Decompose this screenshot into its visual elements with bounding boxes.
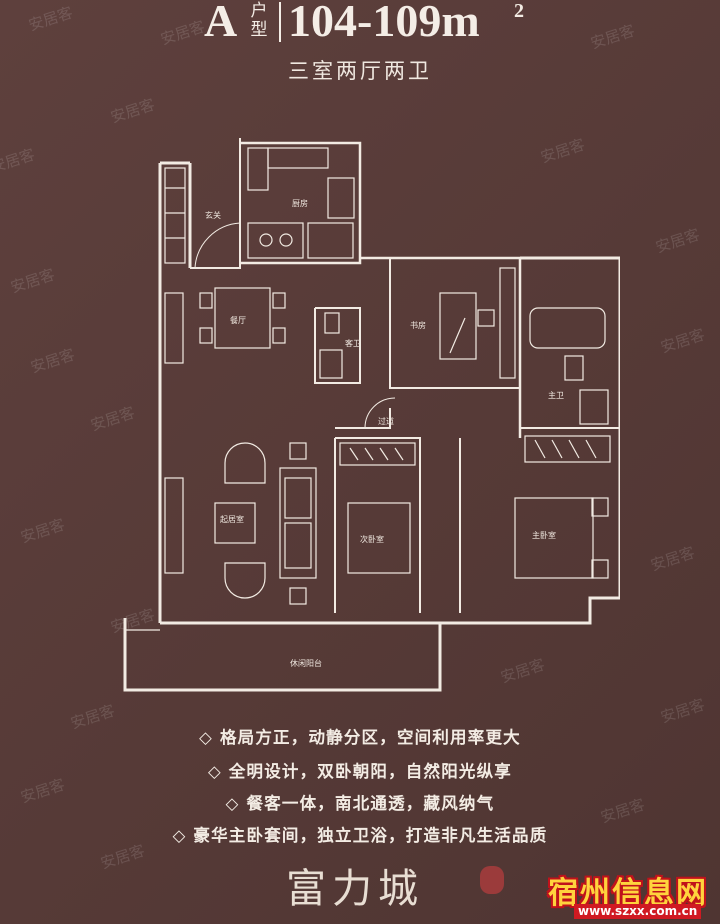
side-table (289, 442, 307, 460)
study-chair (477, 309, 495, 327)
armchair (224, 442, 266, 484)
floor-plan-drawing: 玄关 厨房 餐厅 客卫 书房 主卫 过道 起居室 次卧室 主卧室 休闲阳台 (123, 138, 620, 692)
feature-item: ◇ 豪华主卧套间，独立卫浴，打造非凡生活品质 (172, 826, 548, 845)
feature-item: ◇ 全明设计，双卧朝阳，自然阳光纵享 (207, 762, 513, 781)
master-wardrobe (524, 435, 611, 463)
study-desk (439, 292, 477, 360)
master-bedroom-wall (459, 427, 620, 613)
guest-bath-wall (314, 307, 361, 384)
master-washbasin (579, 389, 609, 425)
seal-stamp (480, 866, 504, 894)
master-toilet (564, 355, 584, 381)
outer-wall (158, 161, 450, 625)
kitchen-wall (240, 141, 362, 265)
watermark: 安居客 (18, 515, 67, 547)
room-label-entrance: 玄关 (205, 210, 221, 220)
room-label-master-bedroom: 主卧室 (532, 530, 556, 540)
corridor-wall (335, 408, 391, 429)
unit-area: 104-109m (288, 0, 480, 46)
corridor-door (364, 397, 396, 429)
east-wall (450, 256, 620, 625)
bathtub (529, 307, 606, 349)
guest-washbasin (319, 349, 343, 379)
kitchen-cabinet (307, 222, 354, 259)
nightstand (591, 559, 609, 579)
watermark: 安居客 (0, 145, 37, 177)
study-wall (389, 258, 520, 389)
kitchen-stove (247, 222, 304, 259)
room-label-guest-bath: 客卫 (345, 338, 361, 348)
side-table (289, 587, 307, 605)
study-shelf (499, 267, 516, 379)
stove-burner (279, 233, 293, 247)
sofa-cushion (284, 477, 312, 519)
master-bed (514, 497, 594, 579)
wardrobe (339, 442, 416, 466)
watermark: 安居客 (658, 325, 707, 357)
watermark: 安居客 (658, 695, 707, 727)
stove-burner (259, 233, 273, 247)
room-summary: 三室两厅两卫 (288, 59, 432, 83)
dining-chair (272, 327, 286, 344)
room-label-master-bath: 主卫 (548, 390, 564, 400)
second-bedroom-wall (334, 437, 421, 613)
room-label-second-bedroom: 次卧室 (360, 534, 384, 544)
room-label-kitchen: 厨房 (292, 198, 308, 208)
dining-chair (199, 292, 213, 309)
sofa-cushion (284, 522, 312, 569)
unit-type-letter: A (204, 0, 238, 46)
feature-item: ◇ 餐客一体，南北通透，藏风纳气 (225, 794, 495, 813)
entrance-door (194, 222, 241, 269)
brand-name: 富力城 (286, 866, 424, 912)
nightstand (591, 497, 609, 517)
dining-chair (272, 292, 286, 309)
armchair (224, 562, 266, 599)
watermark: 安居客 (653, 225, 702, 257)
room-label-dining: 餐厅 (230, 316, 246, 325)
second-bed (347, 502, 411, 574)
sofa (279, 467, 317, 579)
side-cabinet (164, 292, 184, 364)
room-label-balcony: 休闲阳台 (290, 658, 322, 668)
dining-table (214, 287, 271, 349)
unit-type-label: 户型 (250, 1, 268, 40)
dining-chair (199, 327, 213, 344)
tv-cabinet (164, 477, 184, 574)
entrance-wall (190, 138, 241, 269)
watermark: 安居客 (28, 345, 77, 377)
room-label-study: 书房 (410, 320, 426, 330)
watermark: 安居客 (648, 543, 697, 575)
kitchen-sink (327, 177, 355, 219)
room-label-corridor: 过道 (378, 416, 394, 426)
coffee-table (214, 502, 256, 544)
room-label-living: 起居室 (220, 514, 244, 524)
kitchen-counter (247, 147, 269, 191)
floor-plan: 玄关 厨房 餐厅 客卫 书房 主卫 过道 起居室 次卧室 主卧室 休闲阳台 (120, 118, 620, 718)
header-divider (279, 2, 281, 42)
unit-area-superscript: 2 (514, 0, 524, 22)
header: A 户型 104-109m 2 三室两厅两卫 (0, 0, 720, 90)
shoe-cabinet (164, 167, 186, 264)
site-url: www.szxx.com.cn (574, 904, 702, 919)
kitchen-counter (267, 147, 329, 169)
watermark: 安居客 (8, 265, 57, 297)
feature-item: ◇ 格局方正，动静分区，空间利用率更大 (199, 728, 521, 747)
guest-toilet (324, 312, 340, 334)
balcony-wall (123, 618, 442, 692)
